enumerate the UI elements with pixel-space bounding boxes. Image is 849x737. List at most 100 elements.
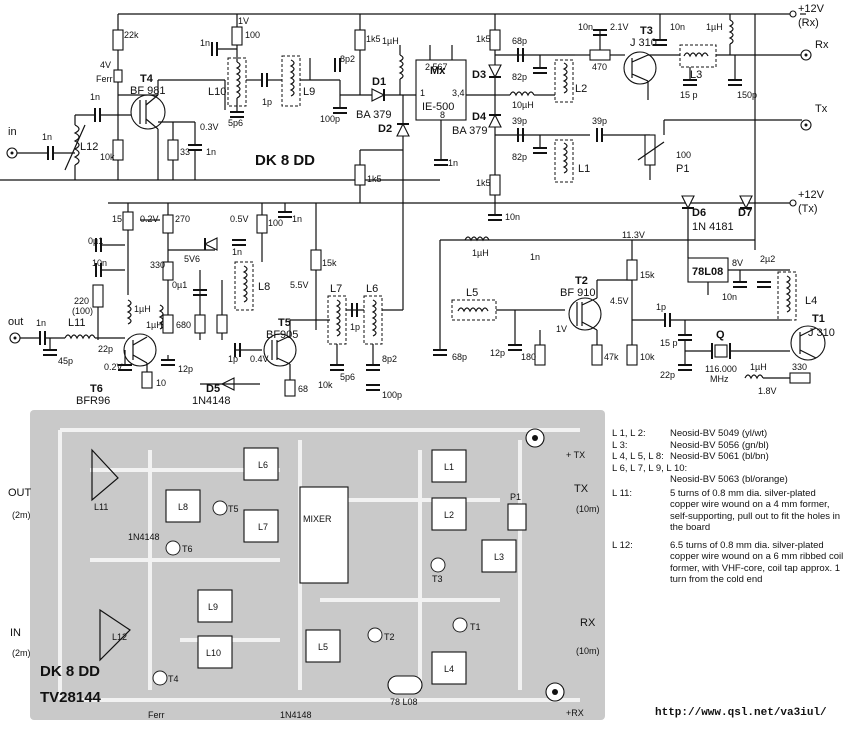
legend-row: L 12:6.5 turns of 0.8 mm dia. silver-pla…: [612, 540, 844, 586]
coil-l12: [73, 124, 80, 166]
label-1uh-t1: 1µH: [750, 362, 767, 372]
label-100p-l6: 100p: [382, 390, 402, 400]
label-55v: 5.5V: [290, 280, 309, 290]
label-1uh-rx: 1µH: [706, 22, 723, 32]
label-8p2: 8p2: [340, 54, 355, 64]
coil-l6: [371, 299, 377, 337]
pcb-out-coil: [91, 448, 119, 502]
pcb-l1: [431, 449, 467, 483]
pcb-label-l11: L11: [94, 502, 108, 512]
legend-key: L 11:: [612, 487, 633, 499]
label-4v: 4V: [100, 60, 111, 70]
label-1k5-a: 1k5: [366, 34, 381, 44]
diode-d4: [488, 113, 502, 128]
coil-l8: [242, 265, 248, 303]
label-12v-tx-sub: (Tx): [798, 203, 818, 215]
coil-1uh-mixer: [398, 54, 404, 80]
legend-row: L 3:Neosid-BV 5056 (gn/bl): [612, 440, 844, 452]
label-p1-val: 100: [676, 150, 691, 160]
pcb-label-t6: T6: [182, 544, 193, 554]
pcb-label-l1: L1: [444, 462, 454, 472]
pcb-code: TV28144: [40, 689, 102, 706]
resistor-100-t5: [256, 214, 268, 234]
label-t4: T4: [140, 73, 154, 85]
pcb-label-78l08: 78 L08: [390, 697, 418, 707]
label-mx-pin8: 8: [440, 110, 445, 120]
label-10n-rx: 10n: [670, 22, 685, 32]
label-1k5-b: 1k5: [367, 174, 382, 184]
label-1n-t5top: 1n: [292, 214, 302, 224]
pcb-l8: [165, 489, 201, 523]
coil-1uh-t6b: [158, 304, 164, 330]
pcb-label-t5: T5: [228, 504, 239, 514]
resistor-1k5-b: [354, 164, 366, 186]
label-22p-t6: 22p: [98, 344, 113, 354]
label-100p: 100p: [320, 114, 340, 124]
potentiometer-p1: [644, 134, 656, 166]
label-1uh-mx: 1µH: [382, 36, 399, 46]
pcb-p1: [507, 503, 527, 531]
label-15p: 15 p: [680, 90, 698, 100]
resistor-180: [534, 344, 546, 366]
label-100b: (100): [72, 306, 93, 316]
label-t6: T6: [90, 383, 103, 395]
label-l7: L7: [330, 283, 342, 295]
label-12p-t2: 12p: [490, 348, 505, 358]
coil-l3: [683, 52, 709, 58]
pcb-label-tx-band: (10m): [576, 504, 600, 514]
label-10n-reg: 10n: [722, 292, 737, 302]
label-12v-rx-sub: (Rx): [798, 17, 819, 29]
label-1k5-c: 1k5: [476, 34, 491, 44]
label-180: 180: [521, 352, 536, 362]
diode-d6: [681, 195, 695, 210]
diode-d3: [488, 64, 502, 79]
label-mx-pin1: 1: [420, 88, 425, 98]
label-10k: 10k: [100, 152, 115, 162]
pcb-label-tx: TX: [574, 483, 589, 495]
label-1p-t1: 1p: [656, 302, 666, 312]
label-1n4148: 1N4148: [192, 395, 231, 407]
label-10k-t5: 10k: [318, 380, 333, 390]
label-1n-in: 1n: [42, 132, 52, 142]
label-1v: 1V: [238, 16, 249, 26]
transistor-t4: [130, 94, 166, 130]
label-l8: L8: [258, 281, 270, 293]
pcb-l3: [481, 539, 517, 573]
label-l10: L10: [208, 86, 226, 98]
legend-key: L 3:: [612, 439, 628, 451]
circuit-schematic: 22k 4V Ferr T4 BF 981 in L12 1n 1n 10k 3…: [0, 3, 835, 407]
label-2u2: 2µ2: [760, 254, 775, 264]
pcb-l5: [305, 629, 341, 663]
label-15k-t5: 15k: [322, 258, 337, 268]
label-t4-part: BF 981: [130, 85, 165, 97]
pcb-label-rx-band: (10m): [576, 646, 600, 656]
label-1n-mx: 1n: [448, 158, 458, 168]
pcb-board: [30, 410, 605, 720]
label-82p-b: 82p: [512, 152, 527, 162]
resistor-15k: [626, 259, 638, 281]
pcb-t4: [152, 670, 168, 686]
label-18v: 1.8V: [758, 386, 777, 396]
label-02v-t6: 0.2V: [104, 362, 123, 372]
transistor-t3: [623, 51, 657, 85]
pcb-t2: [367, 627, 383, 643]
label-1n-l10: 1n: [200, 38, 210, 48]
label-330-t1: 330: [792, 362, 807, 372]
pcb-label-l12: L12: [112, 632, 127, 642]
coil-l10: [235, 61, 241, 99]
label-82p-a: 82p: [512, 72, 527, 82]
coil-l7: [335, 299, 341, 337]
label-ba379-a: BA 379: [356, 109, 391, 121]
label-1n-l8: 1n: [232, 247, 242, 257]
label-l9: L9: [303, 86, 315, 98]
label-mx-part: IE-500: [422, 101, 454, 113]
label-10n-mx: 10n: [505, 212, 520, 222]
resistor-220: [92, 284, 104, 308]
pcb-label-1n4148-b: 1N4148: [128, 532, 160, 542]
label-15: 15: [112, 214, 122, 224]
label-l4: L4: [805, 295, 817, 307]
pcb-label-l10: L10: [206, 648, 221, 658]
coil-l9: [289, 59, 295, 97]
shield-l7: [327, 295, 347, 345]
source-url: http://www.qsl.net/va3iul/: [655, 707, 827, 719]
